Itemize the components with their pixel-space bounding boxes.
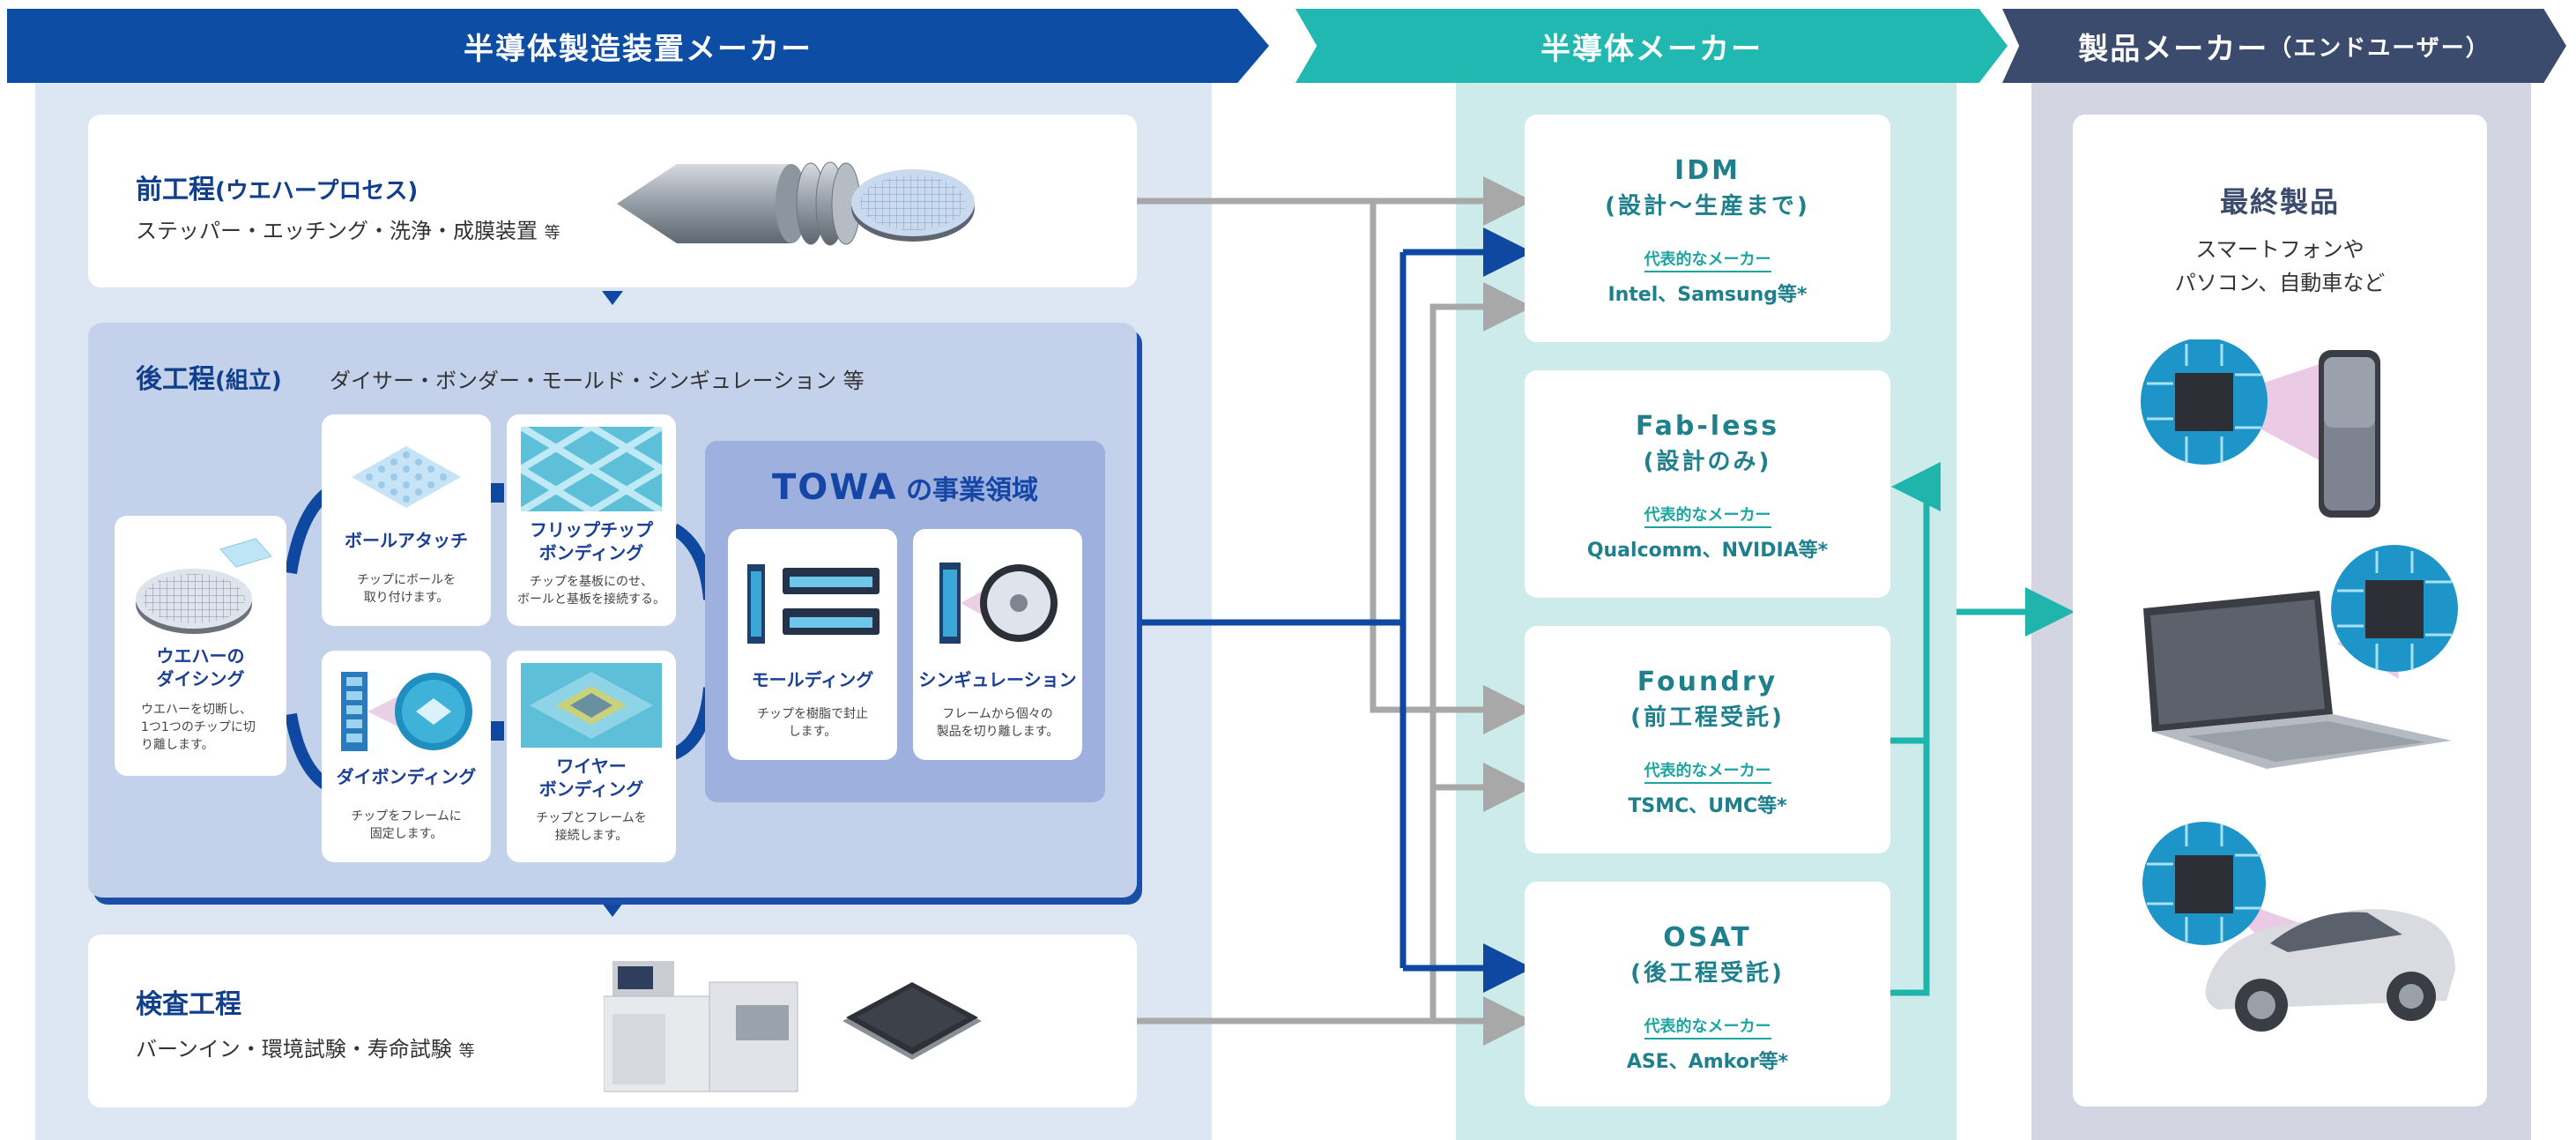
molding-icon — [747, 564, 880, 644]
wire-bonding-label: ワイヤーボンディング — [538, 756, 644, 800]
front-process-title: 前工程(ウエハープロセス) — [136, 168, 418, 206]
maker-osat-label: 代表的なメーカー — [1525, 1014, 1890, 1039]
dicing-label: ウエハーのダイシング — [156, 645, 245, 689]
maker-foundry-label: 代表的なメーカー — [1525, 758, 1890, 784]
laptop-chip-illustration — [2143, 545, 2458, 769]
process-card-molding: モールディング チップを樹脂で封止します。 — [728, 529, 897, 760]
flow-triangle-1 — [602, 291, 623, 305]
flip-chip-icon — [521, 427, 662, 511]
maker-idm-label: 代表的なメーカー — [1525, 247, 1890, 272]
maker-fabless-names: Qualcomm、NVIDIA等* — [1586, 540, 1829, 562]
car-chip-illustration — [2142, 822, 2455, 1032]
wire-bonding-desc: チップとフレームを接続します。 — [536, 811, 647, 843]
maker-idm-title: IDM — [1674, 155, 1741, 186]
inspection-card: 検査工程 バーンイン・環境試験・寿命試験 等 — [88, 935, 1137, 1107]
banner-semiconductor-label: 半導体メーカー — [1540, 31, 1763, 67]
flip-chip-desc: チップを基板にのせ、ボールと基板を接続する。 — [517, 575, 665, 607]
maker-fabless-sub: (設計のみ) — [1643, 449, 1772, 475]
final-products-desc: スマートフォンやパソコン、自動車など — [2174, 237, 2386, 295]
singulation-label: シンギュレーション — [918, 669, 1077, 690]
chip-package-illustration — [843, 982, 982, 1060]
maker-foundry-sub: (前工程受託) — [1630, 704, 1785, 731]
singulation-icon — [939, 563, 1058, 644]
maker-foundry-title: Foundry — [1637, 667, 1778, 697]
maker-idm-names: Intel、Samsung等* — [1607, 284, 1808, 306]
maker-card-osat: OSAT (後工程受託) 代表的なメーカー ASE、Amkor等* — [1525, 882, 1890, 1106]
maker-fabless-title: Fab-less — [1635, 411, 1780, 442]
inspection-desc-main: バーンイン・環境試験・寿命試験 — [136, 1037, 452, 1062]
maker-fabless-label: 代表的なメーカー — [1525, 503, 1890, 528]
front-desc-main: ステッパー・エッチング・洗浄・成膜装置 — [136, 219, 538, 243]
molding-label: モールディング — [751, 669, 874, 690]
maker-osat-title: OSAT — [1663, 922, 1752, 953]
inspection-machine-illustration — [604, 961, 798, 1092]
banner-semiconductor-makers: 半導体メーカー — [1295, 9, 2008, 83]
lens-illustration — [617, 161, 861, 246]
wafer-dicing-icon — [136, 538, 272, 634]
post-title-sub: (組立) — [215, 368, 282, 394]
ball-attach-desc: チップにボールを取り付けます。 — [357, 573, 456, 605]
towa-logo: TOWA — [771, 467, 898, 508]
singulation-desc: フレームから個々の製品を切り離します。 — [936, 707, 1059, 739]
process-card-dicing: ウエハーのダイシング ウエハーを切断し、1つ1つのチップに切り離します。 — [115, 516, 286, 776]
die-bonding-icon — [341, 672, 472, 751]
maker-card-fabless: Fab-less (設計のみ) 代表的なメーカー Qualcomm、NVIDIA… — [1525, 370, 1890, 598]
banner-equipment-makers: 半導体製造装置メーカー — [7, 9, 1269, 83]
inspection-desc-etc: 等 — [458, 1042, 475, 1061]
process-card-ball-attach: ボールアタッチ チップにボールを取り付けます。 — [322, 414, 491, 626]
process-card-wire-bonding: ワイヤーボンディング チップとフレームを接続します。 — [507, 651, 676, 862]
inspection-title: 検査工程 — [136, 989, 241, 1020]
banner-product-makers: 製品メーカー（エンドユーザー） — [2002, 9, 2566, 83]
process-card-singulation: シンギュレーション フレームから個々の製品を切り離します。 — [913, 529, 1082, 760]
banner-product-label: 製品メーカー — [2078, 31, 2269, 67]
post-title-main: 後工程 — [136, 364, 215, 395]
ball-attach-icon — [352, 446, 461, 508]
final-products-title: 最終製品 — [2219, 185, 2340, 219]
maker-osat-names: ASE、Amkor等* — [1626, 1051, 1789, 1073]
ball-attach-label: ボールアタッチ — [345, 530, 468, 551]
smartphone-chip-illustration — [2141, 339, 2380, 518]
front-process-card: 前工程(ウエハープロセス) ステッパー・エッチング・洗浄・成膜装置 等 — [88, 115, 1137, 287]
maker-card-foundry: Foundry (前工程受託) 代表的なメーカー TSMC、UMC等* — [1525, 626, 1890, 853]
wire-bonding-icon — [521, 663, 662, 748]
front-process-desc: ステッパー・エッチング・洗浄・成膜装置 等 — [136, 213, 560, 244]
die-bonding-label: ダイボンディング — [336, 766, 477, 787]
process-card-die-bonding: ダイボンディング チップをフレームに固定します。 — [322, 651, 491, 862]
final-products-card: 最終製品 スマートフォンやパソコン、自動車など — [2073, 115, 2487, 1106]
flip-chip-label: フリップチップボンディング — [530, 519, 653, 563]
inspection-desc: バーンイン・環境試験・寿命試験 等 — [136, 1032, 474, 1062]
wafer-illustration — [851, 169, 975, 242]
maker-osat-sub: (後工程受託) — [1630, 960, 1785, 987]
post-process-desc: ダイサー・ボンダー・モールド・シンギュレーション 等 — [330, 369, 865, 393]
front-title-main: 前工程 — [136, 175, 215, 205]
molding-desc: チップを樹脂で封止します。 — [757, 707, 868, 739]
maker-idm-sub: (設計〜生産まで) — [1605, 193, 1810, 220]
towa-area-header: TOWA の事業領域 — [705, 467, 1105, 508]
front-title-sub: (ウエハープロセス) — [215, 178, 419, 205]
maker-card-idm: IDM (設計〜生産まで) 代表的なメーカー Intel、Samsung等* — [1525, 115, 1890, 342]
flow-triangle-2 — [602, 903, 623, 917]
banner-product-sublabel: （エンドユーザー） — [2268, 34, 2491, 62]
post-process-title: 後工程(組立) — [136, 357, 282, 396]
banner-equipment-label: 半導体製造装置メーカー — [464, 31, 813, 67]
die-bonding-desc: チップをフレームに固定します。 — [351, 809, 462, 841]
maker-foundry-names: TSMC、UMC等* — [1628, 795, 1787, 817]
dicing-desc: ウエハーを切断し、1つ1つのチップに切り離します。 — [141, 703, 256, 752]
process-card-flip-chip: フリップチップボンディング チップを基板にのせ、ボールと基板を接続する。 — [507, 414, 676, 626]
towa-area-label: の事業領域 — [906, 475, 1039, 506]
front-desc-etc: 等 — [544, 224, 560, 242]
